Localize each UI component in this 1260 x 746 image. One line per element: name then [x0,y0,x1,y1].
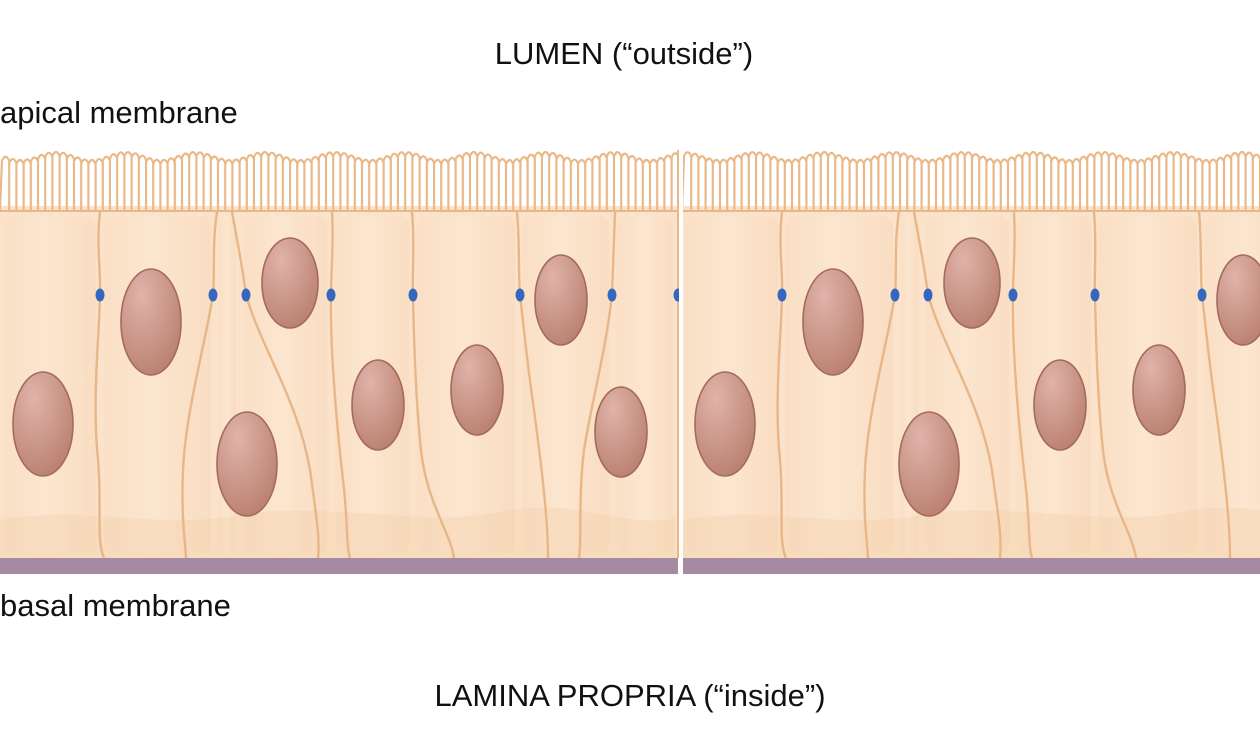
nucleus [694,371,756,477]
brush-border [0,150,680,212]
tight-junction [777,288,787,302]
tight-junction [326,288,336,302]
tight-junction [1197,288,1207,302]
tight-junction [923,288,933,302]
tight-junction [241,288,251,302]
brush-border [680,150,1260,212]
nucleus [1216,254,1260,346]
epithelium-panel-left [0,150,683,574]
cell-boundary [1092,211,1138,559]
cell-boundary [329,211,352,559]
basal-shadow [0,507,676,558]
nucleus [943,237,1001,329]
nucleus [534,254,588,346]
cell-boundary [410,211,456,559]
nucleus [216,411,278,517]
cell-boundary [577,211,617,559]
cell-boundary [1011,211,1034,559]
panel-separator [679,148,683,578]
cell-boundary [230,211,320,559]
basal-membrane-label: basal membrane [0,588,231,623]
apical-membrane-label: apical membrane [0,95,238,130]
tight-junction [607,288,617,302]
cell-boundary [181,211,219,559]
tight-junction [1008,288,1018,302]
microvilli-right [680,150,1260,212]
microvilli-left [0,150,680,212]
basal-shadow [682,507,1260,558]
basement-membrane-left [0,558,678,574]
tight-junction [1090,288,1100,302]
tight-junction [208,288,218,302]
tight-junction [95,288,105,302]
cell-shading [617,216,674,554]
nucleus [1132,344,1186,436]
cell-boundary [912,211,1002,559]
cell-boundary [515,211,550,559]
lumen-label: LUMEN (“outside”) [494,36,754,71]
lamina-propria-label: LAMINA PROPRIA (“inside”) [434,678,826,713]
tight-junction [890,288,900,302]
nucleus [120,268,182,376]
cell-boundary [863,211,901,559]
cell-boundary [776,211,788,559]
nucleus [261,237,319,329]
basement-membrane-right [682,558,1260,574]
nucleus [898,411,960,517]
cell-boundary [94,211,106,559]
nucleus [802,268,864,376]
epithelium-panel-right [680,150,1260,574]
tight-junction [408,288,418,302]
cell-boundary [1197,211,1232,559]
nucleus [594,386,648,478]
nucleus [351,359,405,451]
tight-junction [515,288,525,302]
nucleus [12,371,74,477]
nucleus [1033,359,1087,451]
nucleus [450,344,504,436]
